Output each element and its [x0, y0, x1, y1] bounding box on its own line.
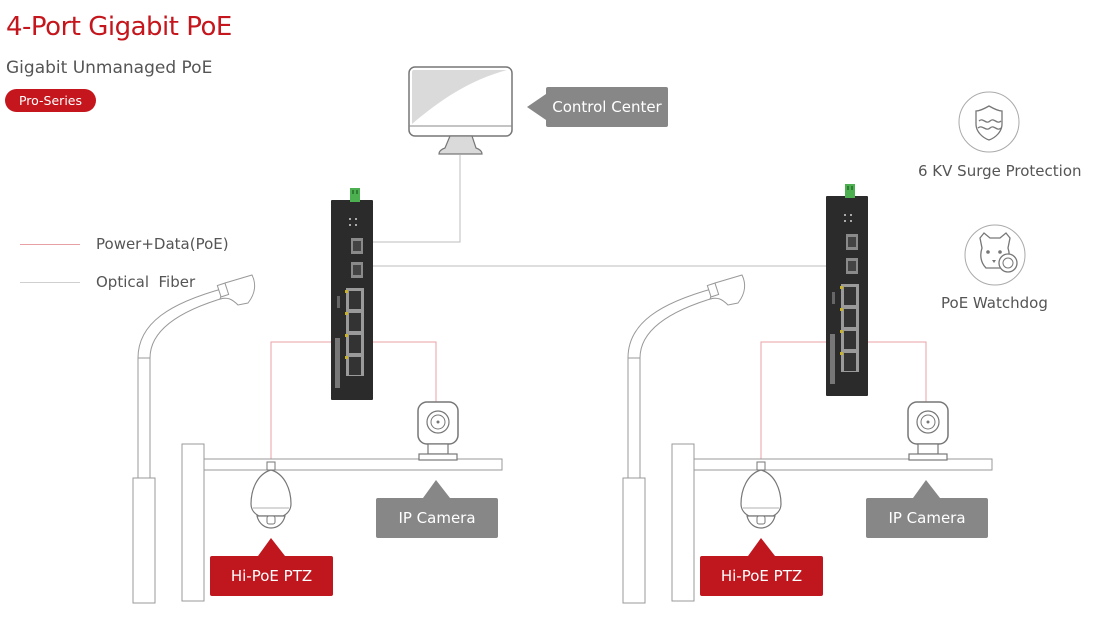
- poe-switch-right: [826, 184, 868, 396]
- ptz-camera-right-icon: [740, 461, 782, 529]
- ptz-right-pointer: [748, 538, 775, 556]
- control-center-label: Control Center: [546, 87, 668, 127]
- ip-camera-left-icon: [417, 401, 459, 461]
- control-center-monitor-icon: [408, 66, 513, 155]
- ip-camera-right-pointer: [913, 480, 940, 498]
- legend-line-poe: [20, 243, 80, 245]
- series-badge: Pro-Series: [5, 89, 96, 112]
- legend-line-fiber: [20, 281, 80, 283]
- feature-label-watchdog: PoE Watchdog: [941, 294, 1048, 312]
- shield-waves-icon: [958, 91, 1020, 153]
- feature-label-surge: 6 KV Surge Protection: [918, 162, 1082, 180]
- ip-camera-left-pointer: [423, 480, 450, 498]
- poe-links-right: [760, 341, 927, 467]
- ip-camera-right-icon: [907, 401, 949, 461]
- ptz-right-label: Hi-PoE PTZ: [700, 556, 823, 596]
- legend-item-fiber: Optical Fiber: [20, 272, 195, 292]
- page-title: 4-Port Gigabit PoE: [6, 12, 232, 42]
- page-subtitle: Gigabit Unmanaged PoE: [6, 58, 213, 78]
- legend-item-poe: Power+Data(PoE): [20, 234, 229, 254]
- ptz-left-label: Hi-PoE PTZ: [210, 556, 333, 596]
- ptz-left-pointer: [258, 538, 285, 556]
- fiber-links: [373, 155, 828, 267]
- ip-camera-left-label: IP Camera: [376, 498, 498, 538]
- control-center-pointer: [527, 94, 546, 120]
- watchdog-icon: [964, 224, 1026, 286]
- poe-links-left: [270, 341, 437, 467]
- poe-switch-left: [331, 188, 373, 400]
- ptz-camera-left-icon: [250, 461, 292, 529]
- legend-label-poe: Power+Data(PoE): [96, 235, 229, 253]
- ip-camera-right-label: IP Camera: [866, 498, 988, 538]
- legend-label-fiber: Optical Fiber: [96, 273, 196, 291]
